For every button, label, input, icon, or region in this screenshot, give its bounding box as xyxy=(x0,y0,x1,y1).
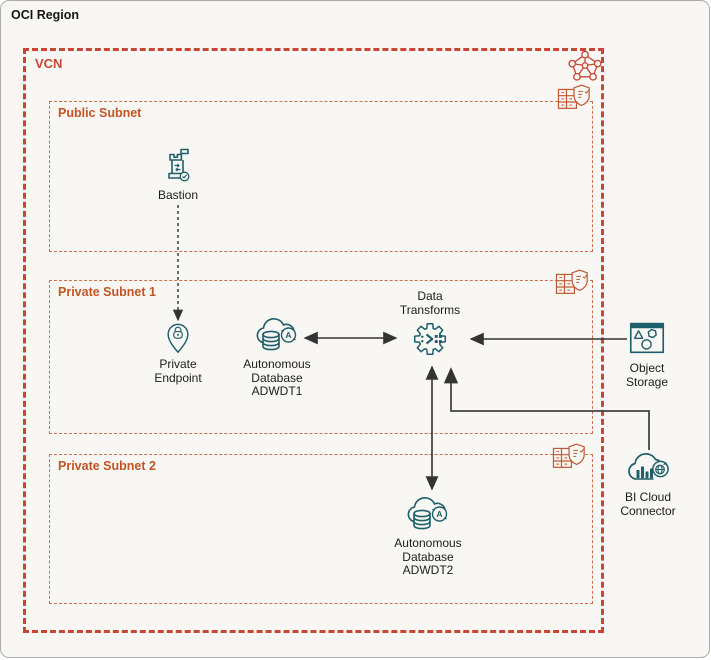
svg-text:A: A xyxy=(436,509,442,519)
node-object-storage: Object Storage xyxy=(589,317,705,389)
node-bastion: Bastion xyxy=(120,146,236,203)
node-label: BI Cloud Connector xyxy=(620,490,676,518)
data-transforms-icon xyxy=(413,322,447,356)
svg-text:A: A xyxy=(285,330,291,340)
node-data-transforms: Data Transforms xyxy=(372,289,488,359)
node-label: Object Storage xyxy=(625,361,669,389)
vcn-icon xyxy=(566,49,604,82)
object-storage-icon xyxy=(629,322,665,354)
subnet-public: Public Subnet xyxy=(49,101,593,252)
security-list-icon xyxy=(553,265,593,299)
node-label: Autonomous Database ADWDT2 xyxy=(394,536,462,577)
security-list-icon xyxy=(550,439,590,473)
node-label: Autonomous Database ADWDT1 xyxy=(243,357,311,398)
node-label: Bastion xyxy=(157,188,199,202)
node-bi-cloud-connector: BI Cloud Connector xyxy=(590,450,706,518)
subnet-private-1-label: Private Subnet 1 xyxy=(58,285,156,299)
node-adwdt2: A Autonomous Database ADWDT2 xyxy=(370,496,486,578)
oci-region-label: OCI Region xyxy=(11,8,80,22)
bi-cloud-connector-icon xyxy=(628,453,669,480)
subnet-public-label: Public Subnet xyxy=(58,106,142,120)
node-adwdt1: A Autonomous Database ADWDT1 xyxy=(219,317,335,399)
node-label: Private Endpoint xyxy=(154,357,202,385)
bastion-icon xyxy=(168,148,190,182)
vcn-label: VCN xyxy=(35,56,63,71)
node-private-endpoint: Private Endpoint xyxy=(120,321,236,385)
security-list-icon xyxy=(555,80,595,114)
autonomous-database-icon: A xyxy=(256,318,297,351)
subnet-private-2: Private Subnet 2 xyxy=(49,454,593,604)
private-endpoint-icon xyxy=(167,323,189,354)
subnet-private-1: Private Subnet 1 xyxy=(49,280,593,434)
subnet-private-2-label: Private Subnet 2 xyxy=(58,459,156,473)
vcn-container: VCN xyxy=(23,48,604,633)
autonomous-database-icon: A xyxy=(407,497,448,530)
node-label: Data Transforms xyxy=(399,289,461,317)
